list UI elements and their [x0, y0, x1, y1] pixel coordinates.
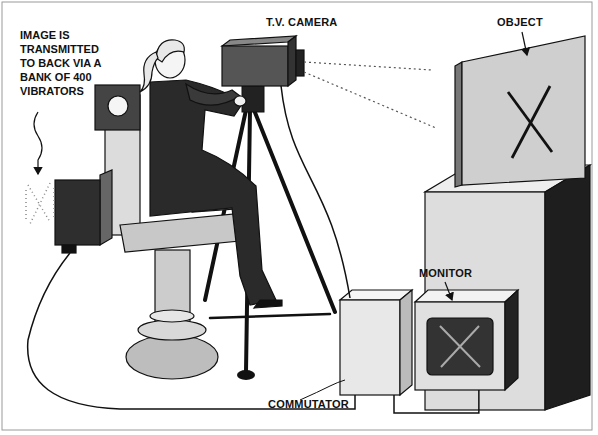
object-stand: [425, 165, 590, 410]
cable-line: [394, 390, 479, 413]
monitor-box: [415, 290, 518, 390]
object-node: OBJECT: [455, 36, 586, 187]
monitor-node: MONITOR: [415, 290, 518, 390]
tactile-image: [26, 183, 54, 224]
tv-camera: [222, 36, 304, 86]
part-label: OBJECT: [497, 16, 543, 28]
cable: [394, 390, 479, 413]
cable: [28, 253, 355, 409]
sight-line: [304, 62, 432, 70]
part-label: T.V. CAMERA: [266, 16, 337, 28]
part-label: MONITOR: [419, 267, 472, 279]
leader-arrow: [522, 32, 527, 55]
sight-line: [304, 72, 436, 128]
leader-arrow: [445, 282, 452, 300]
commutator-node: COMMUTATOR: [340, 290, 412, 395]
cable: [281, 86, 350, 298]
leader-arrow: [34, 112, 42, 174]
callout-text: IMAGE IS TRANSMITTED TO BACK VIA A BANK …: [20, 28, 106, 98]
part-label: COMMUTATOR: [268, 398, 349, 410]
commutator-box: [340, 290, 412, 395]
frame: [2, 2, 592, 430]
camera-node: T.V. CAMERA: [222, 36, 304, 86]
tripod-foot: [237, 370, 255, 380]
object-board: [455, 36, 585, 187]
leader-line: [300, 380, 345, 400]
cable-line: [281, 86, 350, 298]
